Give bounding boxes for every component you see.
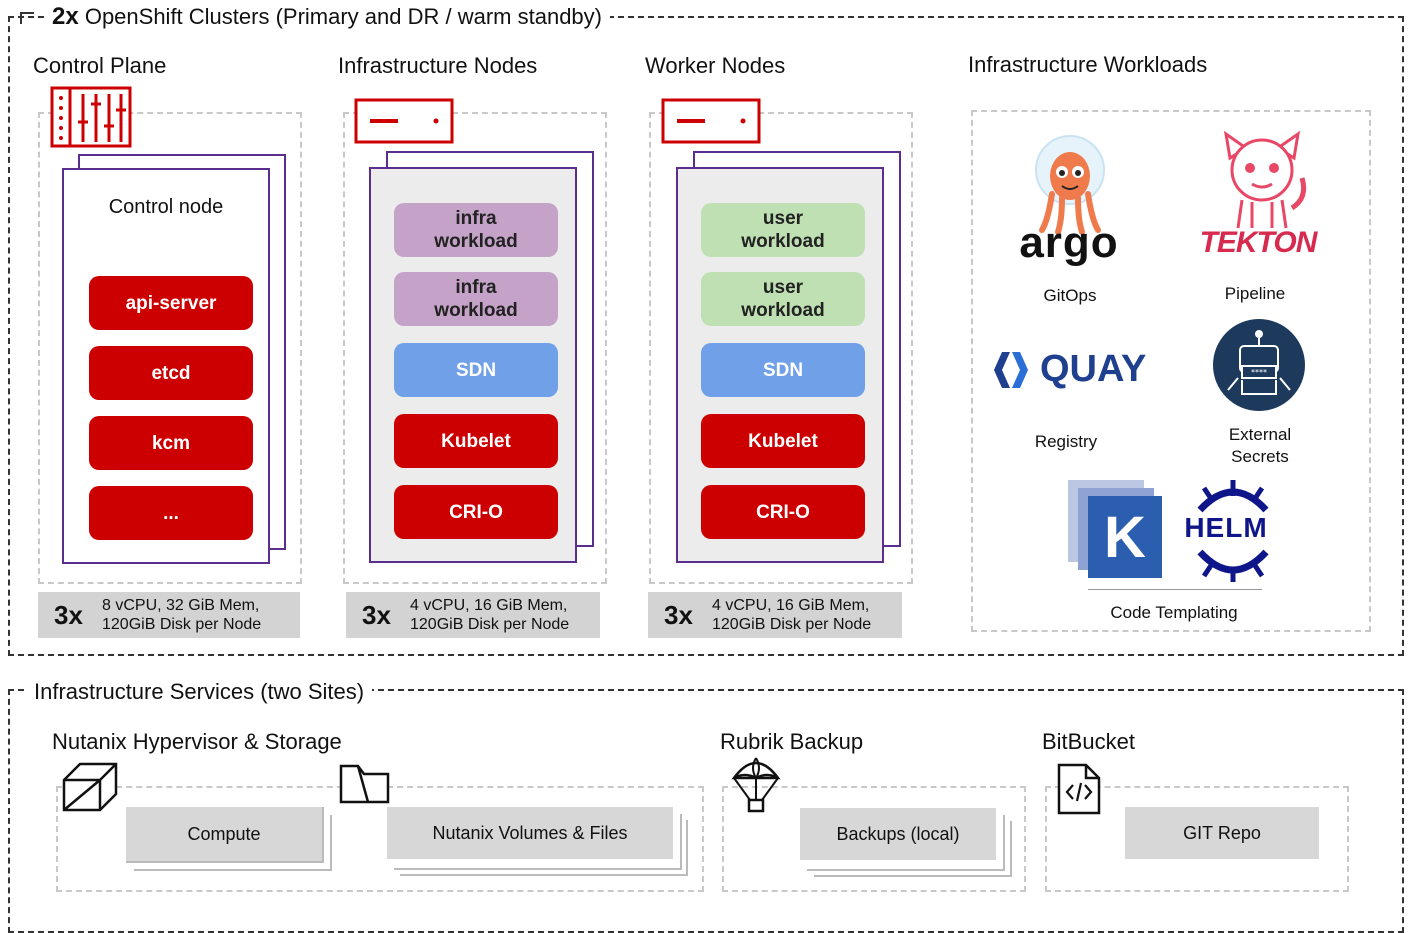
worker-nodes-spec: 3x 4 vCPU, 16 GiB Mem, 120GiB Disk per N… — [648, 592, 902, 638]
backups-box: Backups (local) — [800, 808, 996, 860]
argo-logo: argo — [1019, 218, 1119, 267]
registry-label: Registry — [1034, 432, 1098, 451]
kubelet-block: Kubelet — [394, 414, 558, 468]
tekton-cat-icon — [1212, 128, 1312, 237]
kubelet-block: Kubelet — [701, 414, 865, 468]
clusters-title: 2x OpenShift Clusters (Primary and DR / … — [44, 3, 610, 31]
more-components-block: ... — [89, 486, 253, 540]
templating-divider — [1088, 589, 1262, 590]
etcd-block: etcd — [89, 346, 253, 400]
tekton-logo: TEKTON — [1199, 226, 1318, 259]
rubrik-heading: Rubrik Backup — [720, 729, 864, 754]
svg-text:****: **** — [1251, 368, 1267, 377]
hypervisor-cube-icon — [60, 760, 120, 819]
control-plane-heading: Control Plane — [33, 53, 167, 78]
external-secrets-icon: **** — [1212, 318, 1306, 417]
server-icon — [661, 98, 761, 149]
spec-multiplier: 3x — [54, 599, 83, 630]
crio-block: CRI-O — [394, 485, 558, 539]
rubrik-area — [722, 786, 1026, 892]
volumes-files-box: Nutanix Volumes & Files — [387, 807, 673, 859]
parachute-icon — [730, 754, 782, 819]
bitbucket-area — [1045, 786, 1349, 892]
compute-stack-back — [134, 815, 332, 871]
git-repo-box: GIT Repo — [1125, 807, 1319, 859]
spec-line: 8 vCPU, 32 GiB Mem, — [102, 597, 260, 614]
quay-icon — [992, 350, 1036, 395]
nutanix-heading: Nutanix Hypervisor & Storage — [52, 729, 342, 754]
compute-box: Compute — [126, 807, 324, 863]
spec-multiplier: 3x — [362, 599, 391, 630]
worker-nodes-area — [649, 112, 913, 584]
spec-line: 120GiB Disk per Node — [410, 616, 570, 633]
volumes-stack-back-2 — [400, 820, 688, 876]
control-plane-area — [38, 112, 302, 584]
api-server-block: api-server — [89, 276, 253, 330]
clusters-count: 2x — [52, 3, 79, 30]
sdn-block: SDN — [701, 343, 865, 397]
infra-nodes-area — [343, 112, 607, 584]
code-templating-label: Code Templating — [1110, 603, 1238, 622]
folder-icon — [338, 760, 392, 811]
infra-nodes-spec: 3x 4 vCPU, 16 GiB Mem, 120GiB Disk per N… — [346, 592, 600, 638]
server-icon — [354, 98, 454, 149]
backups-stack-back-1 — [807, 815, 1005, 871]
infra-workloads-area — [971, 110, 1371, 632]
corner-bracket — [20, 12, 34, 24]
argo-octopus-icon — [1028, 132, 1112, 241]
external-secrets-label: External Secrets — [1210, 424, 1310, 468]
volumes-stack-back-1 — [394, 814, 682, 870]
control-node: Control node api-server etcd kcm ... — [62, 168, 270, 564]
kcm-block: kcm — [89, 416, 253, 470]
code-file-icon — [1056, 762, 1102, 821]
control-plane-spec: 3x 8 vCPU, 32 GiB Mem, 120GiB Disk per N… — [38, 592, 300, 638]
spec-line: 120GiB Disk per Node — [712, 616, 872, 633]
quay-logo: QUAY — [1040, 348, 1147, 390]
spec-line: 4 vCPU, 16 GiB Mem, — [712, 597, 870, 614]
external-secrets-line: Secrets — [1231, 447, 1289, 466]
control-panel-icon — [50, 86, 132, 155]
worker-nodes-heading: Worker Nodes — [645, 53, 786, 78]
backups-stack-back-2 — [814, 821, 1012, 877]
clusters-title-text: OpenShift Clusters (Primary and DR / war… — [84, 4, 602, 29]
pipeline-label: Pipeline — [1224, 284, 1286, 303]
crio-block: CRI-O — [701, 485, 865, 539]
gitops-label: GitOps — [1043, 286, 1097, 305]
kustomize-letter: K — [1088, 496, 1162, 578]
external-secrets-line: External — [1228, 425, 1292, 444]
spec-line: 4 vCPU, 16 GiB Mem, — [410, 597, 568, 614]
helm-wheel-icon — [1186, 478, 1280, 589]
services-title: Infrastructure Services (two Sites) — [26, 679, 373, 705]
clusters-frame — [8, 16, 1404, 656]
sdn-block: SDN — [394, 343, 558, 397]
spec-multiplier: 3x — [664, 599, 693, 630]
helm-logo: HELM — [1184, 512, 1268, 543]
control-node-label: Control node — [108, 196, 224, 218]
infra-workloads-heading: Infrastructure Workloads — [968, 52, 1208, 77]
spec-line: 120GiB Disk per Node — [102, 616, 262, 633]
infra-nodes-heading: Infrastructure Nodes — [338, 53, 538, 78]
bitbucket-heading: BitBucket — [1042, 729, 1135, 754]
